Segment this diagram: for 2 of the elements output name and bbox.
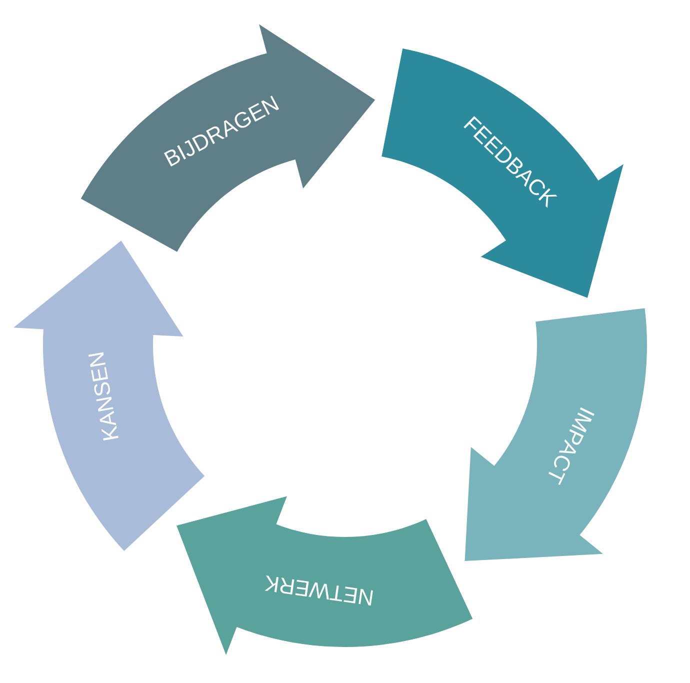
cycle-segment: KANSEN bbox=[13, 240, 205, 551]
cycle-segment: NETWERK bbox=[176, 496, 473, 655]
